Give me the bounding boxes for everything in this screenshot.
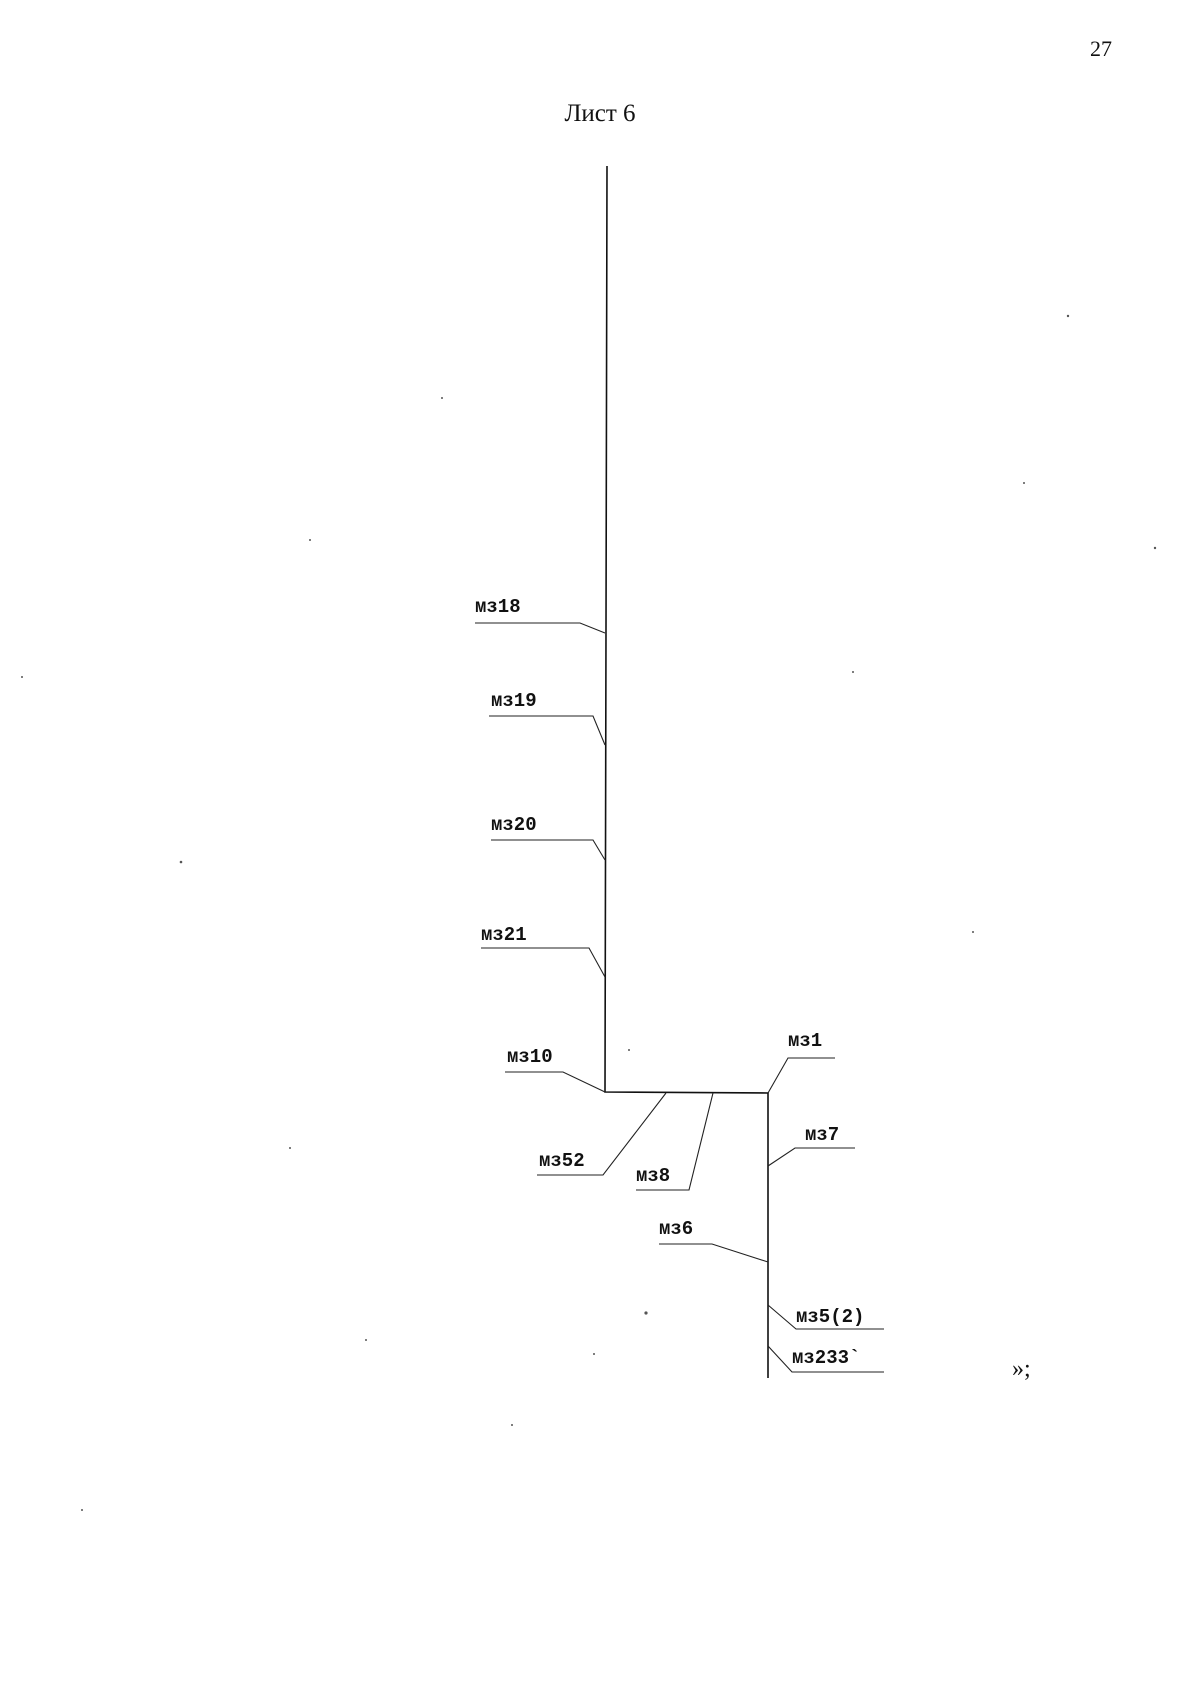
page-number: 27	[1090, 36, 1112, 61]
leader-ms18	[475, 622, 606, 634]
scan-specks	[21, 314, 1157, 1511]
boundary-line	[604, 165, 769, 1378]
label-ms20: мз20	[491, 814, 537, 836]
leader-ms8	[636, 1092, 714, 1191]
leader-ms5	[767, 1304, 884, 1330]
label-ms8: мз8	[636, 1165, 670, 1187]
leader-ms52	[537, 1092, 667, 1176]
label-ms18: мз18	[475, 596, 521, 618]
leader-ms1	[767, 1057, 835, 1094]
label-ms5: мз5(2)	[796, 1306, 864, 1328]
label-ms1: мз1	[788, 1030, 822, 1052]
label-ms7: мз7	[805, 1124, 839, 1146]
leader-ms19	[489, 715, 606, 746]
label-ms21: мз21	[481, 924, 527, 946]
leader-ms233	[767, 1345, 884, 1373]
label-ms19: мз19	[491, 690, 537, 712]
leader-ms21	[481, 947, 606, 978]
leader-ms7	[767, 1147, 855, 1167]
closing-quote-mark: »;	[1012, 1356, 1031, 1382]
leader-ms20	[491, 839, 606, 861]
leader-ms10	[505, 1071, 606, 1093]
leader-lines	[475, 622, 884, 1373]
label-ms6: мз6	[659, 1218, 693, 1240]
label-ms10: мз10	[507, 1046, 553, 1068]
label-ms233: мз233`	[792, 1347, 860, 1369]
sheet-title: Лист 6	[564, 100, 636, 127]
label-ms52: мз52	[539, 1150, 585, 1172]
leader-ms6	[659, 1243, 769, 1263]
